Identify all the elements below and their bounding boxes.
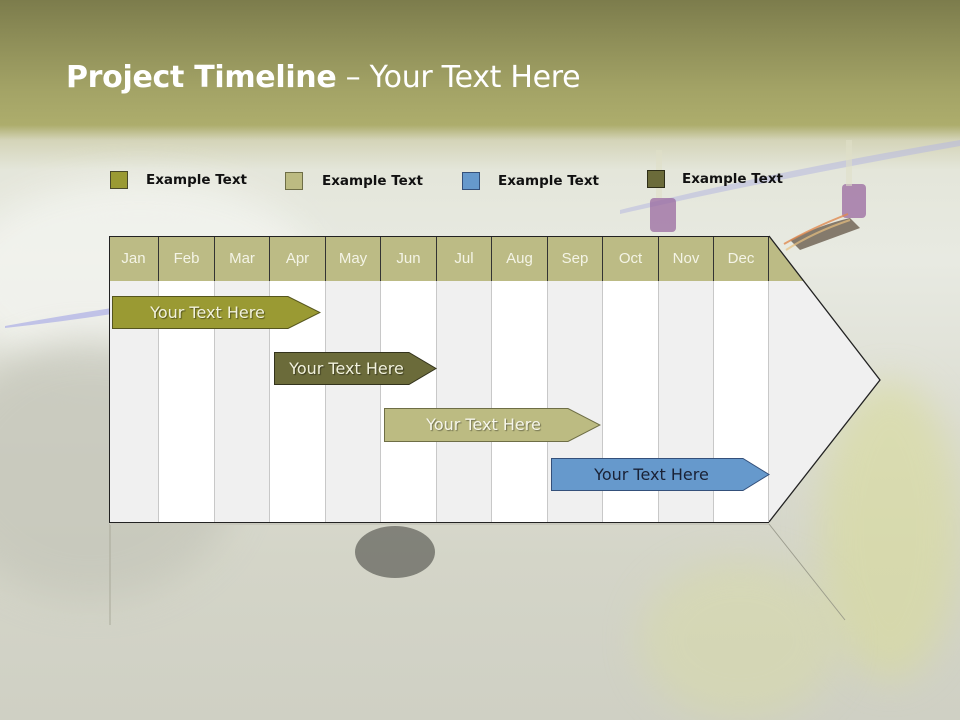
legend-label: Example Text xyxy=(146,172,247,188)
column-may xyxy=(326,281,381,522)
legend-swatch-blue xyxy=(462,172,480,190)
title-bold: Project Timeline xyxy=(66,60,337,95)
task-bar-1[interactable]: Your Text Here xyxy=(112,296,321,329)
legend-swatch-dark-olive xyxy=(647,170,665,188)
month-header-jan: Jan xyxy=(109,236,159,281)
chevron-arrow-shape xyxy=(112,296,321,329)
month-header-apr: Apr xyxy=(270,236,326,281)
chevron-arrow-shape xyxy=(551,458,770,491)
month-header-aug: Aug xyxy=(492,236,548,281)
task-bar-label: Your Text Here xyxy=(289,359,404,378)
month-header-may: May xyxy=(326,236,381,281)
month-header-oct: Oct xyxy=(603,236,659,281)
month-header-jul: Jul xyxy=(437,236,492,281)
month-header-jun: Jun xyxy=(381,236,437,281)
task-bar-label: Your Text Here xyxy=(594,465,709,484)
title-subtitle: – Your Text Here xyxy=(336,60,581,95)
month-header-sep: Sep xyxy=(548,236,603,281)
legend-swatch-tan xyxy=(285,172,303,190)
legend-label: Example Text xyxy=(322,173,423,189)
month-header-feb: Feb xyxy=(159,236,215,281)
task-bar-label: Your Text Here xyxy=(426,415,541,434)
task-bar-2[interactable]: Your Text Here xyxy=(274,352,437,385)
chevron-arrow-shape xyxy=(384,408,601,442)
column-aug xyxy=(492,281,548,522)
task-bar-3[interactable]: Your Text Here xyxy=(384,408,601,442)
month-header-nov: Nov xyxy=(659,236,714,281)
legend-label: Example Text xyxy=(498,173,599,189)
legend-swatch-olive xyxy=(110,171,128,189)
month-header-mar: Mar xyxy=(215,236,270,281)
column-jun xyxy=(381,281,437,522)
task-bar-label: Your Text Here xyxy=(150,303,265,322)
column-jul xyxy=(437,281,492,522)
month-header-dec: Dec xyxy=(714,236,769,281)
page-title: Project Timeline – Your Text Here xyxy=(66,60,581,95)
legend-label: Example Text xyxy=(682,171,783,187)
task-bar-4[interactable]: Your Text Here xyxy=(551,458,770,491)
chevron-arrow-shape xyxy=(274,352,437,385)
